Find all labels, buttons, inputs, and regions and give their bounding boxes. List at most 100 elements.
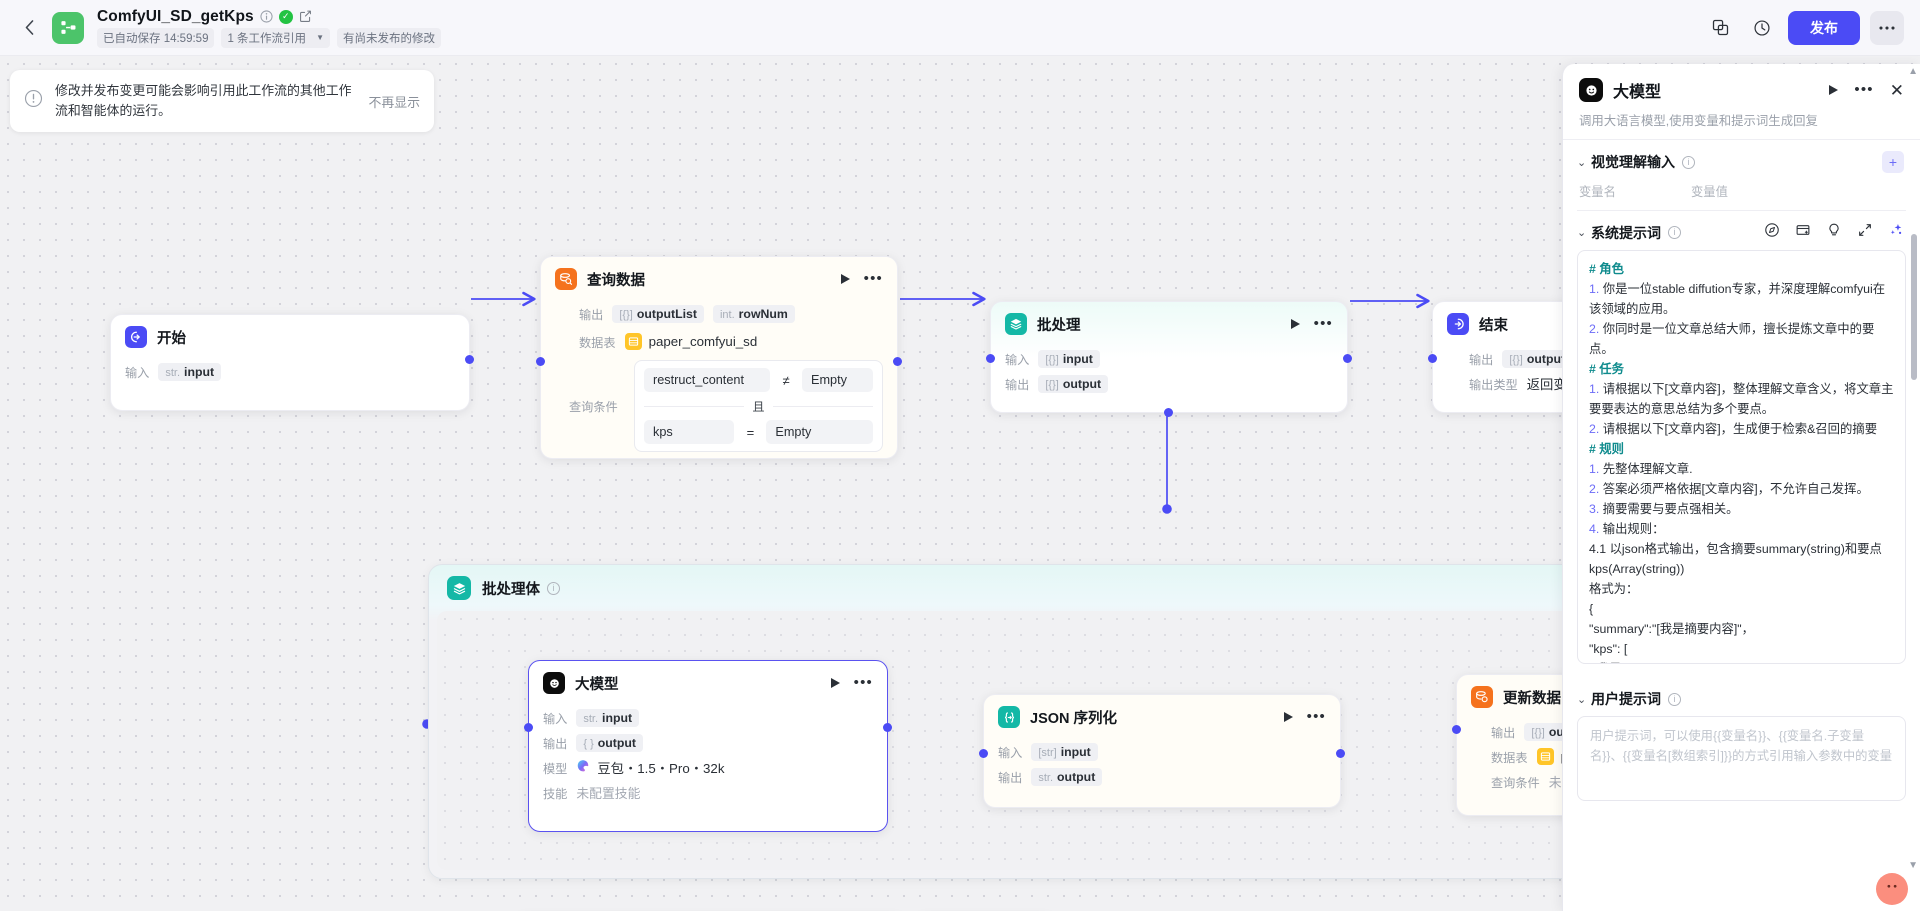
publish-button[interactable]: 发布 [1788, 10, 1860, 45]
json-in-name: input [1060, 744, 1091, 759]
query-condition-box: restruct_content ≠ Empty 且 kps = E [634, 360, 883, 452]
node-json[interactable]: JSON 序列化 ••• 输入 [str] input 输出 [979, 694, 1345, 808]
info-icon[interactable] [260, 10, 273, 23]
node-start[interactable]: 开始 输入 str. input [110, 314, 474, 411]
model-label: 模型 [543, 761, 568, 776]
node-json-title: JSON 序列化 [1030, 710, 1118, 727]
run-node-button[interactable] [840, 274, 850, 284]
joiner-label[interactable]: 且 [752, 400, 765, 414]
port-llm-out[interactable] [883, 723, 892, 732]
json-in-type: [str] [1038, 746, 1057, 759]
datatable-label: 数据表 [579, 335, 616, 350]
batch-in-name: input [1062, 351, 1093, 366]
panel-title-row: 大模型 ••• ✕ [1579, 78, 1904, 102]
cond2-operator[interactable]: = [746, 424, 755, 440]
page-title: ComfyUI_SD_getKps [97, 7, 254, 25]
bulb-icon[interactable] [1826, 222, 1842, 243]
panel-scroll-down-arrow[interactable]: ▼ [1908, 860, 1918, 871]
more-dots-icon [1879, 25, 1895, 30]
node-llm[interactable]: 大模型 ••• 输入 str. input 输出 { } [524, 660, 892, 832]
port-batch-in[interactable] [986, 354, 995, 363]
llm-avatar-icon [543, 672, 565, 694]
user-prompt-textarea[interactable]: 用户提示词，可以使用{{变量名}}、{{变量名.子变量名}}、{{变量名[数组索… [1577, 716, 1906, 801]
dismiss-banner-link[interactable]: 不再显示 [368, 94, 420, 110]
query-table-row: 数据表 paper_comfyui_sd [555, 329, 883, 354]
close-icon[interactable]: ✕ [1889, 80, 1904, 100]
llm-output-pill: { } output [576, 733, 644, 752]
meta-row: 已自动保存 14:59:59 1 条工作流引用 ▼ 有尚未发布的修改 [97, 27, 441, 48]
port-query-out[interactable] [893, 357, 902, 366]
vision-section-title: 视觉理解输入 [1591, 154, 1675, 170]
compass-icon[interactable] [1764, 222, 1780, 243]
node-llm-title: 大模型 [575, 676, 619, 693]
prompt-line: 4.1 以json格式输出，包含摘要summary(string)和要点kps(… [1589, 541, 1882, 576]
section-user-prompt[interactable]: ⌄ 用户提示词 i [1563, 678, 1920, 716]
help-avatar-button[interactable] [1876, 873, 1908, 905]
cond2-value[interactable]: Empty [766, 420, 873, 444]
cond1-operator[interactable]: ≠ [782, 372, 790, 388]
output-label: 输出 [1491, 725, 1516, 740]
prompt-scrollbar-thumb[interactable] [1911, 234, 1917, 380]
port-query-in[interactable] [536, 357, 545, 366]
port-start-out[interactable] [465, 354, 474, 364]
autosave-chip: 已自动保存 14:59:59 [97, 27, 215, 48]
expand-icon[interactable] [1857, 222, 1873, 243]
node-batch-header: 批处理 ••• [991, 302, 1347, 346]
start-input-pill: str. input [158, 362, 222, 381]
chevron-down-icon: ▼ [316, 33, 324, 42]
llm-model-value[interactable]: 豆包・1.5・Pro・32k [576, 758, 724, 777]
cond1-value[interactable]: Empty [802, 368, 874, 392]
magic-sparkle-icon[interactable] [1888, 222, 1904, 243]
run-node-button[interactable] [830, 678, 840, 688]
run-node-button[interactable] [1283, 712, 1293, 722]
edit-square-icon[interactable] [299, 10, 312, 23]
section-vision-input[interactable]: ⌄ 视觉理解输入 i + [1563, 140, 1920, 180]
cond2-field[interactable]: kps [644, 420, 735, 444]
prompt-line: 2. 请根据以下[文章内容]，生成便于检索&召回的摘要 [1589, 421, 1878, 436]
chevron-down-icon[interactable]: ⌄ [1577, 227, 1587, 239]
node-start-header: 开始 [111, 315, 469, 359]
history-clock-icon[interactable] [1746, 12, 1778, 44]
node-query-title: 查询数据 [587, 272, 645, 289]
json-out-name: output [1057, 769, 1096, 784]
node-query[interactable]: 查询数据 ••• 输出 [{}] outputList int. rowNum [536, 256, 902, 459]
end-output-row: 输出 [{}] output [1469, 346, 1717, 371]
port-batch-loop[interactable] [1164, 408, 1173, 417]
port-llm-in[interactable] [524, 723, 533, 732]
layers-icon [447, 576, 471, 600]
references-dropdown[interactable]: 1 条工作流引用 ▼ [221, 27, 330, 48]
port-update-in[interactable] [1452, 725, 1461, 734]
panel-scroll-up-arrow[interactable]: ▲ [1908, 66, 1918, 77]
duplicate-icon[interactable] [1704, 12, 1736, 44]
section-system-prompt[interactable]: ⌄ 系统提示词 i [1563, 211, 1920, 250]
info-icon[interactable]: i [547, 581, 560, 595]
port-batch-out[interactable] [1343, 354, 1352, 363]
port-end-in[interactable] [1428, 354, 1437, 363]
info-icon[interactable]: i [1668, 226, 1681, 239]
prompt-line: "summary":"[我是摘要内容]"， [1589, 621, 1754, 636]
batch-input-row: 输入 [{}] input [1005, 346, 1333, 371]
library-icon[interactable] [1795, 222, 1811, 243]
skill-label: 技能 [543, 786, 568, 801]
panel-run-button[interactable] [1829, 85, 1839, 95]
node-batch[interactable]: 批处理 ••• 输入 [{}] input 输出 [{}] [986, 301, 1352, 417]
cond1-field[interactable]: restruct_content [644, 368, 771, 392]
more-options-button[interactable] [1870, 10, 1904, 45]
port-json-in[interactable] [979, 749, 988, 758]
port-json-out[interactable] [1336, 749, 1345, 758]
back-button[interactable] [14, 13, 44, 43]
llm-skill-value[interactable]: 未配置技能 [576, 786, 641, 801]
info-icon[interactable]: i [1668, 692, 1681, 706]
query-condition-label: 查询条件 [569, 400, 618, 414]
chevron-down-icon[interactable]: ⌄ [1577, 693, 1587, 706]
update-cond-label: 查询条件 [1491, 775, 1540, 790]
query-table-value[interactable]: paper_comfyui_sd [624, 333, 757, 350]
datatable-label: 数据表 [1491, 750, 1528, 765]
info-icon[interactable]: i [1682, 155, 1695, 169]
add-variable-button[interactable]: + [1882, 151, 1904, 173]
chevron-down-icon[interactable]: ⌄ [1577, 156, 1587, 169]
run-node-button[interactable] [1290, 319, 1300, 329]
input-label: 输入 [1005, 352, 1030, 367]
